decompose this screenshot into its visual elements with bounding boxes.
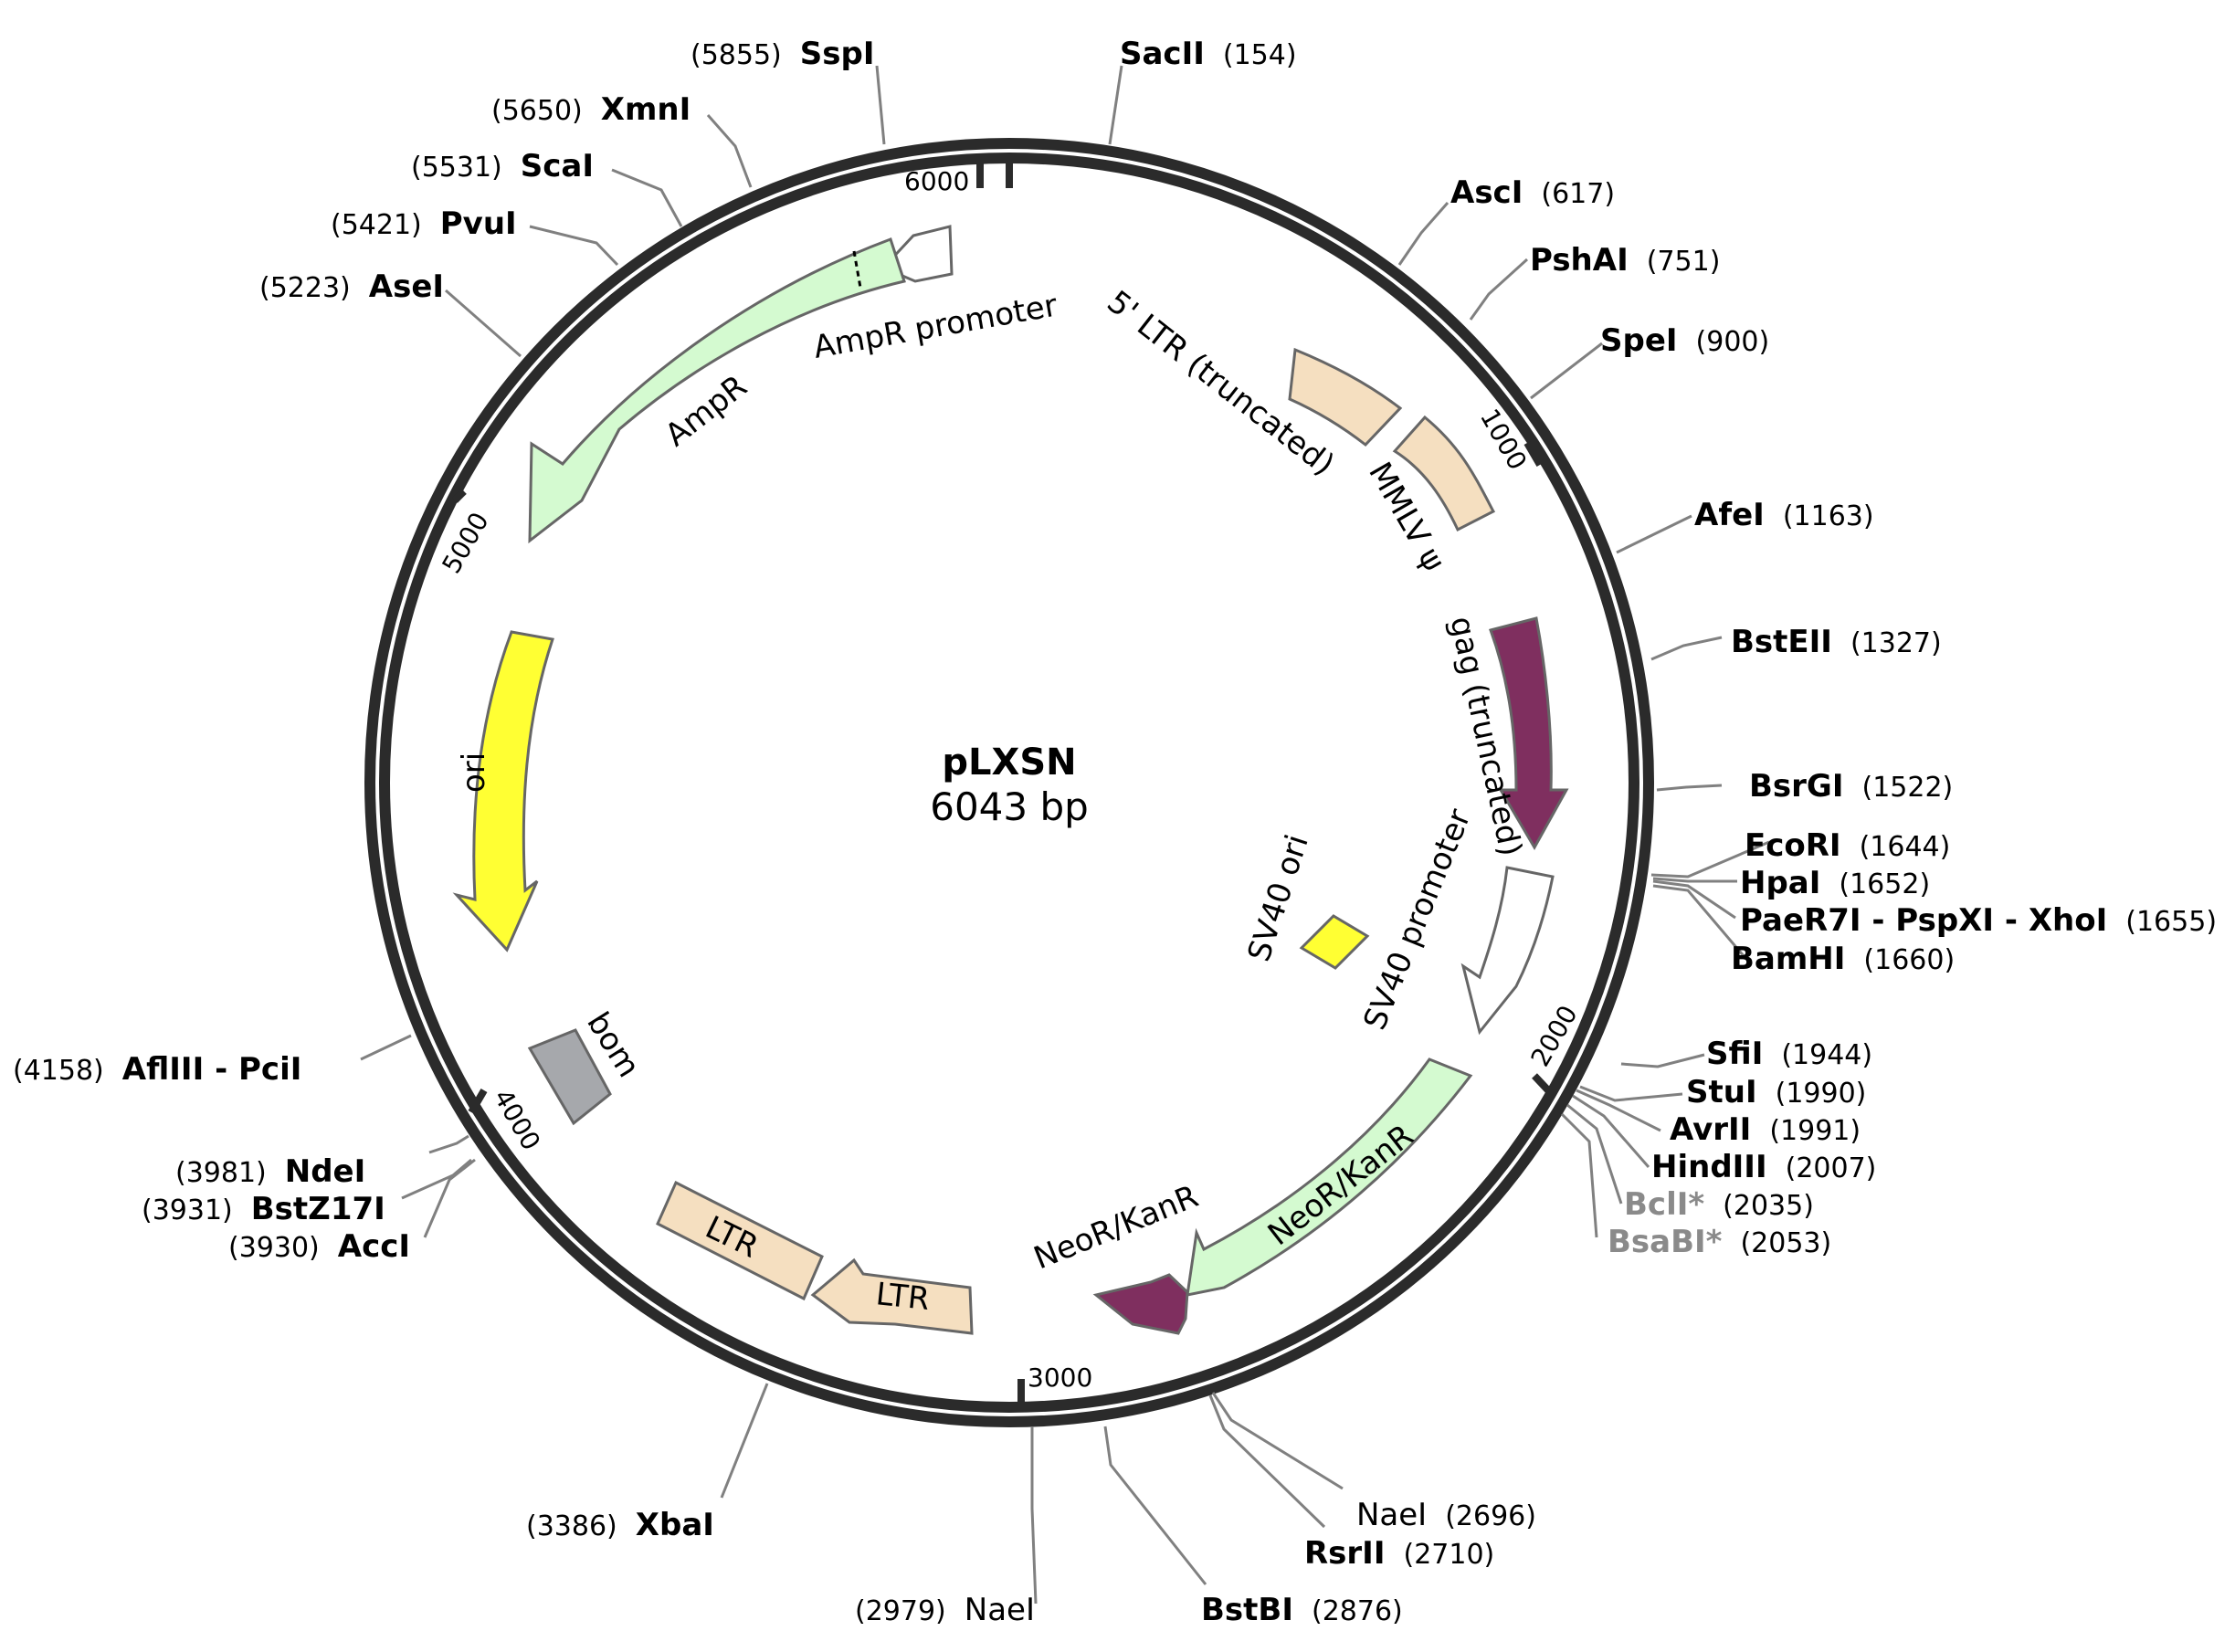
site-naei-2979: (2979)NaeI: [855, 1592, 1035, 1628]
site-bsteii: BstEII(1327): [1731, 624, 1942, 660]
feature-ampr: [528, 237, 906, 544]
site-labels: (5855)SspI SacII(154) (5650)XmnI (5531)S…: [13, 36, 2217, 1628]
leader-lines: [360, 65, 1770, 1605]
site-sspi: (5855)SspI: [691, 36, 874, 72]
label-neor-purple: NeoR/KanR: [1028, 1178, 1203, 1277]
feature-5ltr: [1288, 347, 1403, 447]
site-ndei: (3981)NdeI: [175, 1153, 365, 1190]
site-bsrgi: BsrGI(1522): [1749, 768, 1953, 805]
site-ecori: EcoRI(1644): [1745, 827, 1950, 864]
site-xbai: (3386)XbaI: [526, 1507, 714, 1543]
label-neor-green: NeoR/KanR: [1261, 1118, 1420, 1253]
site-bstbi: BstBI(2876): [1201, 1592, 1403, 1628]
feature-neor-green: [1186, 1057, 1473, 1297]
feature-ori: [452, 630, 554, 952]
features: [452, 225, 1569, 1335]
site-naei-2696: NaeI(2696): [1356, 1497, 1536, 1533]
feature-sv40-promoter: [1460, 866, 1555, 1036]
site-scai: (5531)ScaI: [411, 148, 594, 184]
tick-4000: [468, 1088, 488, 1115]
feature-ltr-arrow: [810, 1257, 974, 1335]
site-asei: (5223)AseI: [259, 268, 444, 305]
plasmid-name: pLXSN: [942, 742, 1076, 784]
site-hindiii: HindIII(2007): [1651, 1149, 1876, 1185]
site-asci: AscI(617): [1450, 174, 1615, 211]
site-afliii-pcii: (4158)AflIII - PciI: [13, 1051, 301, 1088]
site-sfii: SfiI(1944): [1706, 1036, 1872, 1072]
site-spei: SpeI(900): [1600, 322, 1769, 359]
feature-ltr-box: [656, 1180, 824, 1301]
site-bamhi: BamHI(1660): [1731, 941, 1955, 977]
feature-gag: [1489, 616, 1569, 851]
feature-bom: [527, 1028, 612, 1126]
feature-neor-purple: [1092, 1273, 1189, 1335]
tick-label-1000: 1000: [1474, 404, 1533, 475]
label-ampr-promoter: AmpR promoter: [811, 288, 1060, 366]
plasmid-length: 6043 bp: [930, 784, 1089, 829]
site-rsrii: RsrII(2710): [1304, 1535, 1494, 1572]
site-pvui: (5421)PvuI: [331, 205, 517, 242]
site-afei: AfeI(1163): [1694, 497, 1874, 533]
site-paer7i-pspxi-xhoi: PaeR7I - PspXI - XhoI(1655): [1740, 902, 2217, 939]
label-sv40-promoter: SV40 promoter: [1356, 804, 1478, 1035]
feature-mmlv-psi: [1392, 415, 1496, 532]
tick-label-6000: 6000: [904, 166, 969, 196]
site-bstz17i: (3931)BstZ17I: [142, 1191, 385, 1227]
ampr-promoter-divider: [852, 250, 862, 289]
site-acci: (3930)AccI: [228, 1228, 410, 1265]
site-avrii: AvrII(1991): [1670, 1111, 1861, 1148]
label-ori: ori: [456, 752, 492, 793]
site-bcli: BclI*(2035): [1624, 1186, 1814, 1223]
label-ltr-arrow: LTR: [874, 1276, 932, 1318]
tick-2000: [1532, 1073, 1551, 1093]
tick-label-3000: 3000: [1028, 1363, 1092, 1393]
feature-sv40-ori: [1299, 914, 1370, 970]
site-hpai: HpaI(1652): [1740, 865, 1930, 901]
site-pshai: PshAI(751): [1530, 242, 1720, 279]
tick-5000: [452, 489, 467, 503]
site-bsabi: BsaBI*(2053): [1608, 1224, 1831, 1260]
tick-1000: [1523, 440, 1544, 468]
site-xmni: (5650)XmnI: [491, 91, 691, 128]
site-stui: StuI(1990): [1686, 1074, 1866, 1110]
site-sacii: SacII(154): [1120, 36, 1297, 72]
tick-marks: [452, 158, 1551, 1406]
